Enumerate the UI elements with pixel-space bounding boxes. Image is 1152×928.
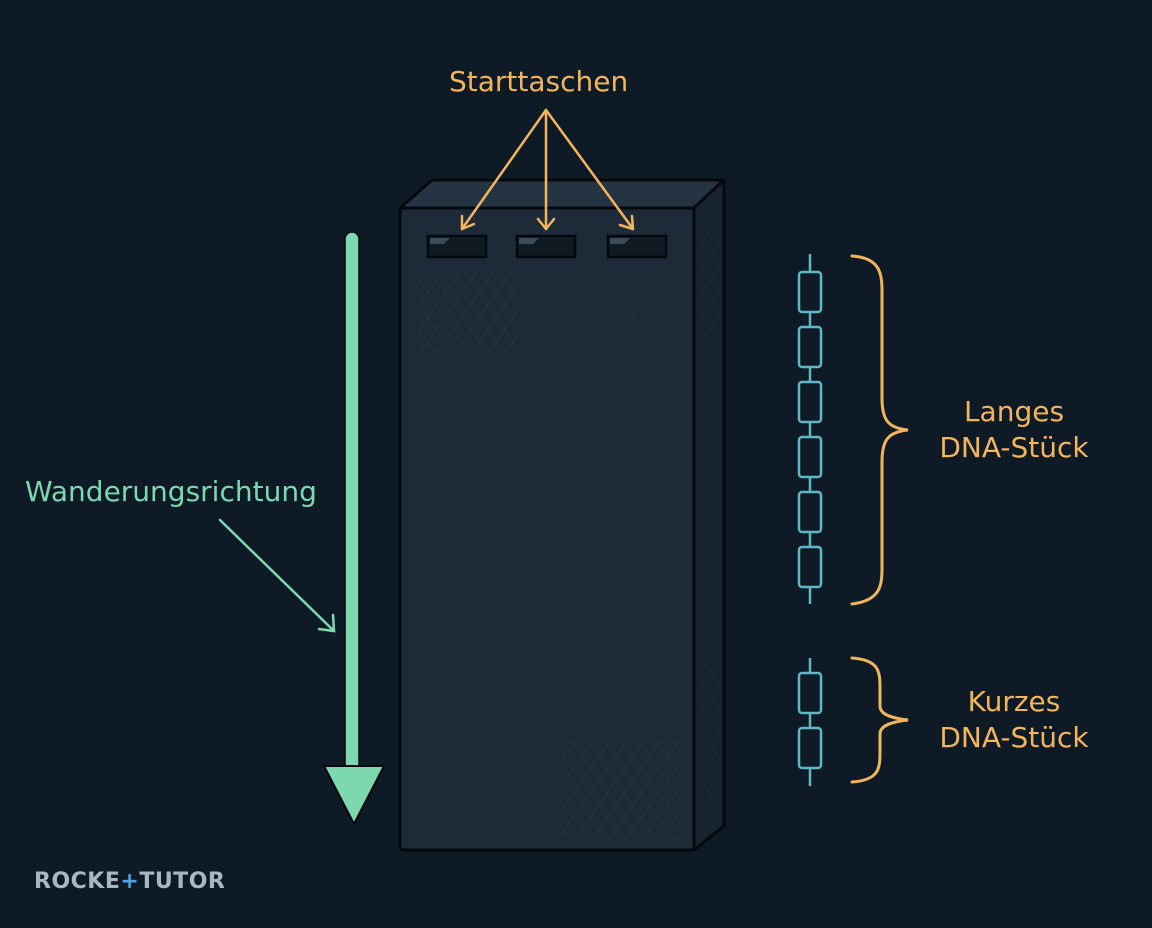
well-1 — [426, 234, 488, 259]
wells-pointer-arrows — [460, 108, 635, 231]
gel-texture — [630, 272, 682, 332]
logo-text-part1: ROCKE — [34, 869, 121, 894]
gel-texture — [700, 660, 720, 800]
gel-texture — [560, 740, 680, 840]
short-fragment-brace — [850, 656, 909, 784]
logo-text-part2: TUTOR — [139, 869, 226, 894]
migration-direction-arrow — [323, 231, 385, 825]
long-fragment-brace — [850, 254, 909, 606]
well-2 — [515, 234, 577, 259]
gel-texture — [418, 272, 518, 352]
short-fragment-label-line2: DNA-Stück — [939, 721, 1089, 755]
long-dna-fragment-icon — [797, 254, 823, 604]
gel-texture — [410, 790, 470, 840]
rocketutor-logo: ROCKE+TUTOR — [34, 869, 225, 894]
long-fragment-label-line1: Langes — [963, 395, 1065, 428]
logo-plus-glyph: + — [120, 869, 140, 894]
gel-top-face — [398, 178, 726, 210]
short-fragment-label-line1: Kurzes — [967, 685, 1061, 718]
well-3 — [606, 234, 668, 259]
migration-direction-label: Wanderungsrichtung — [25, 475, 317, 508]
gel-block — [398, 178, 726, 852]
short-dna-fragment-icon — [797, 658, 823, 786]
gel-texture — [700, 220, 720, 340]
long-fragment-label: Langes DNA-Stück — [930, 394, 1098, 467]
short-fragment-label: Kurzes DNA-Stück — [930, 684, 1098, 757]
wells-label: Starttaschen — [449, 65, 629, 98]
long-fragment-label-line2: DNA-Stück — [939, 431, 1089, 465]
direction-label-pointer — [218, 518, 336, 633]
